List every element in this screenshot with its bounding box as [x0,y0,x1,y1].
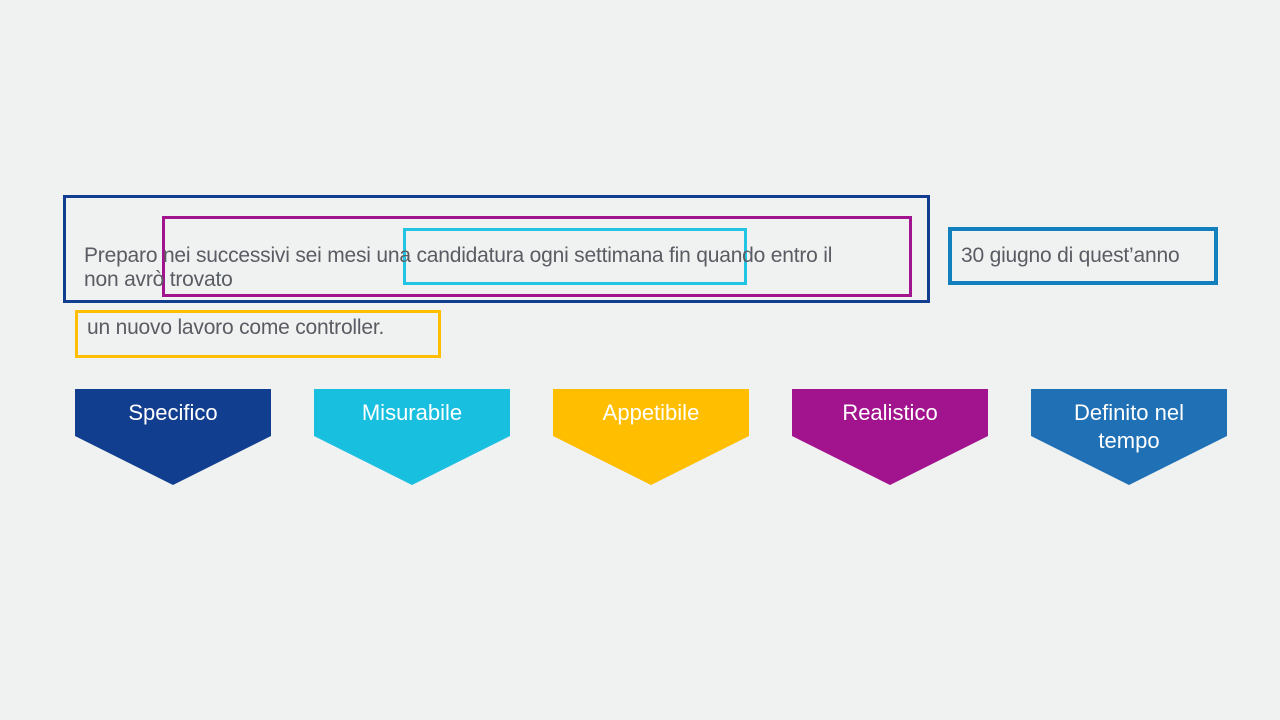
smart-arrow-appetibile: Appetibile [553,389,749,485]
smart-arrow-appetibile-label: Appetibile [602,400,700,425]
smart-arrow-specifico-label: Specifico [128,400,218,425]
sentence-line1-date: 30 giugno di quest’anno [961,244,1180,267]
sentence-line2: non avrò trovato [84,268,233,291]
smart-arrow-realistico: Realistico [792,389,988,485]
smart-arrow-misurabile-label: Misurabile [361,400,463,425]
smart-arrow-misurabile: Misurabile [314,389,510,485]
smart-arrow-definito-nel-tempo: Definito nel tempo [1031,389,1227,485]
sentence-line3: un nuovo lavoro come controller. [87,316,385,339]
smart-arrow-realistico-label: Realistico [842,400,938,425]
smart-arrow-specifico: Specifico [75,389,271,485]
sentence-line1-main: Preparo nei successivi sei mesi una cand… [84,244,833,267]
smart-arrow-definito-nel-tempo-label: Definito nel tempo [1073,400,1185,453]
